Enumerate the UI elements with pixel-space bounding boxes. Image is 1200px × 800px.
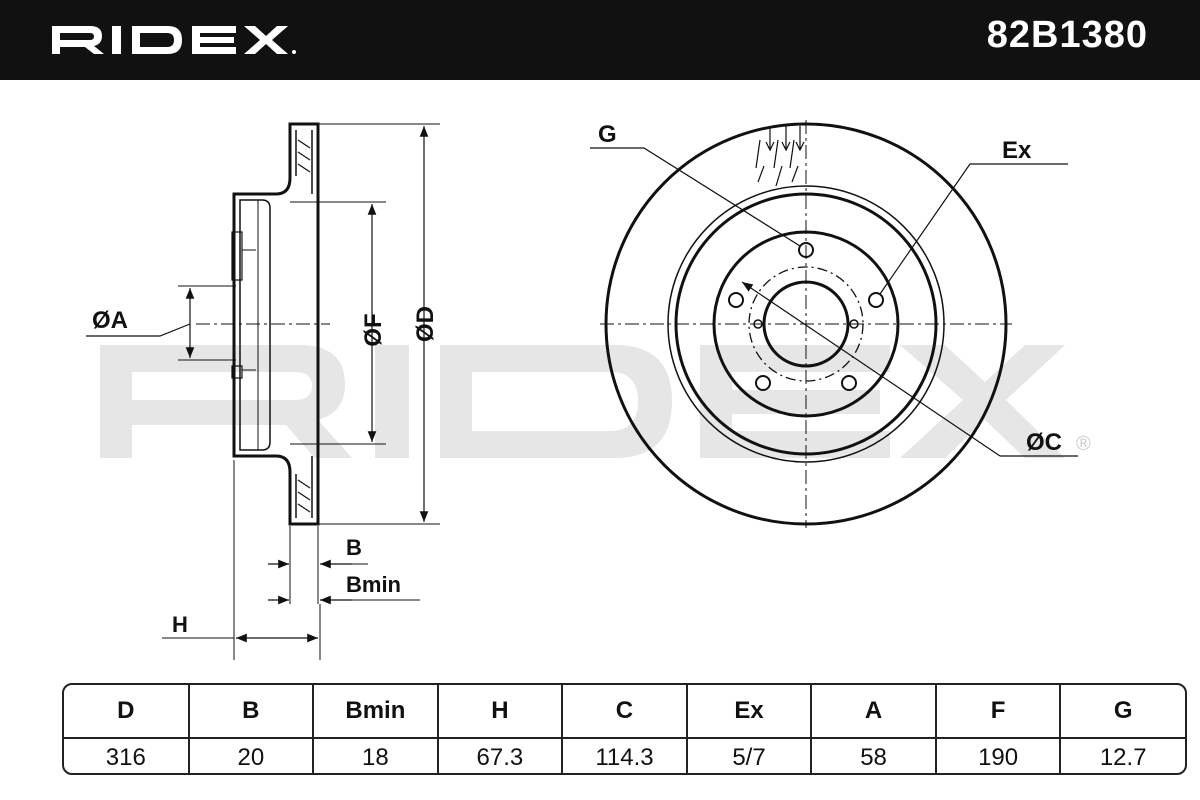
registered-mark: ® — [1076, 433, 1091, 455]
label-diameter-a: ØA — [92, 307, 128, 334]
header-bar: 82B1380 — [0, 0, 1200, 80]
spec-header-a: A — [811, 685, 937, 739]
part-number: 82B1380 — [986, 14, 1148, 56]
brand-logo — [52, 26, 296, 54]
spec-header-bmin: Bmin — [313, 685, 439, 739]
spec-value-f: 190 — [935, 738, 1062, 773]
spec-header-h: H — [437, 685, 564, 739]
spec-value-d: 316 — [64, 738, 190, 773]
spec-value-ex: 5/7 — [686, 738, 813, 773]
spec-header-b: B — [188, 685, 315, 739]
label-bolt-hole-g: G — [598, 121, 617, 148]
label-diameter-d: ØD — [412, 306, 439, 342]
label-thickness-bmin: Bmin — [346, 572, 401, 597]
spec-value-b: 20 — [188, 738, 315, 773]
spec-value-bmin: 18 — [313, 738, 439, 773]
spec-header-ex: Ex — [686, 685, 813, 739]
spec-header-row: D B Bmin H C Ex A F G — [64, 685, 1185, 739]
label-pitch-circle-c: ØC — [1026, 429, 1062, 456]
ridex-watermark — [100, 345, 1065, 458]
spec-value-row: 316 20 18 67.3 114.3 5/7 58 190 12.7 — [64, 738, 1185, 773]
brake-disc-drawing: ØA ØF ØD B Bmin H G Ex ØC — [86, 120, 1091, 660]
spec-header-c: C — [562, 685, 688, 739]
front-view — [590, 120, 1078, 528]
label-thickness-b: B — [346, 535, 362, 560]
label-height-h: H — [172, 612, 188, 637]
spec-header-g: G — [1060, 685, 1185, 739]
spec-value-h: 67.3 — [437, 738, 564, 773]
spec-value-c: 114.3 — [562, 738, 688, 773]
spec-value-g: 12.7 — [1099, 744, 1147, 771]
spec-header-f: F — [935, 685, 1062, 739]
spec-header-d: D — [64, 685, 190, 739]
label-bolt-count-ex: Ex — [1002, 137, 1032, 164]
spec-value-a: 58 — [811, 738, 937, 773]
label-diameter-f: ØF — [360, 313, 387, 346]
side-view — [86, 122, 440, 660]
spec-table: D B Bmin H C Ex A F G 316 20 18 67.3 114… — [62, 683, 1187, 775]
